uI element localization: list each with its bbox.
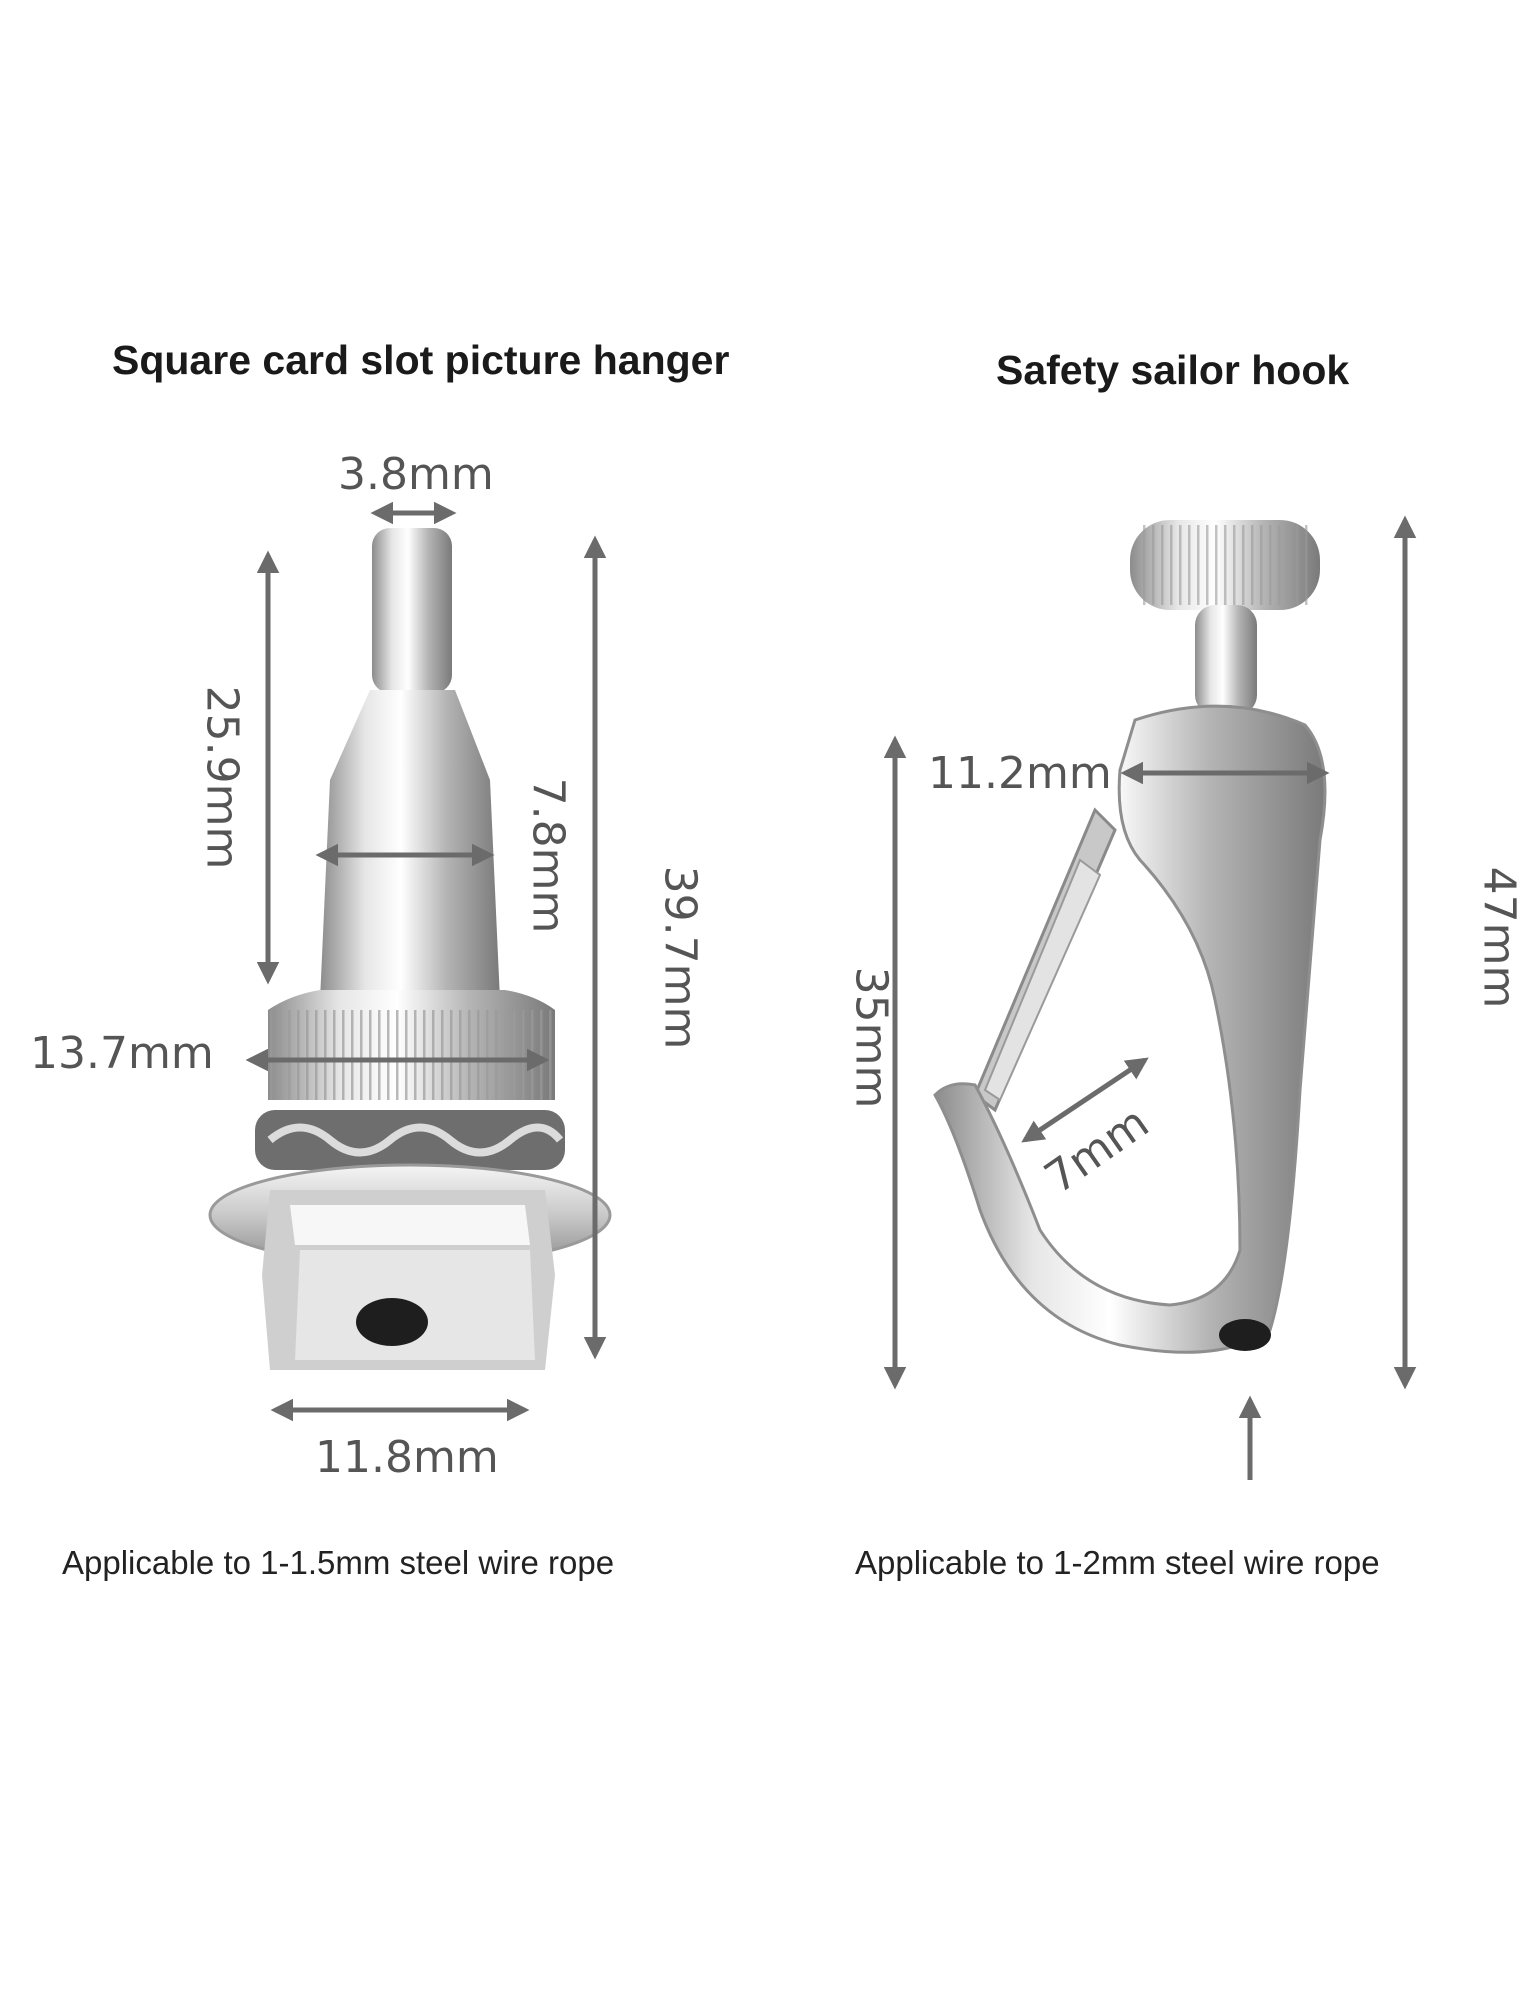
right-product-title: Safety sailor hook (996, 347, 1350, 393)
knob-width-label: 13.7mm (30, 1028, 214, 1079)
sailor-hook-drawing (933, 520, 1327, 1354)
dimension-arrows-right (883, 515, 1417, 1480)
hook-length-label: 35mm (845, 966, 897, 1109)
base-width-label: 11.8mm (315, 1432, 499, 1483)
dimension-arrows-left (245, 501, 607, 1422)
hook-total-length-label: 47mm (1473, 866, 1525, 1009)
tip-width-label: 3.8mm (338, 449, 494, 500)
left-product-title: Square card slot picture hanger (112, 337, 730, 383)
hook-body-width-label: 11.2mm (928, 748, 1112, 799)
right-product-caption: Applicable to 1-2mm steel wire rope (855, 1544, 1380, 1581)
hook-opening-arrow (1021, 1057, 1149, 1143)
picture-hanger-drawing (208, 528, 612, 1370)
left-product-caption: Applicable to 1-1.5mm steel wire rope (62, 1544, 615, 1581)
shaft-length-label: 25.9mm (196, 685, 248, 870)
total-length-label: 39.7mm (654, 865, 706, 1050)
body-width-label: 7.8mm (522, 777, 574, 934)
